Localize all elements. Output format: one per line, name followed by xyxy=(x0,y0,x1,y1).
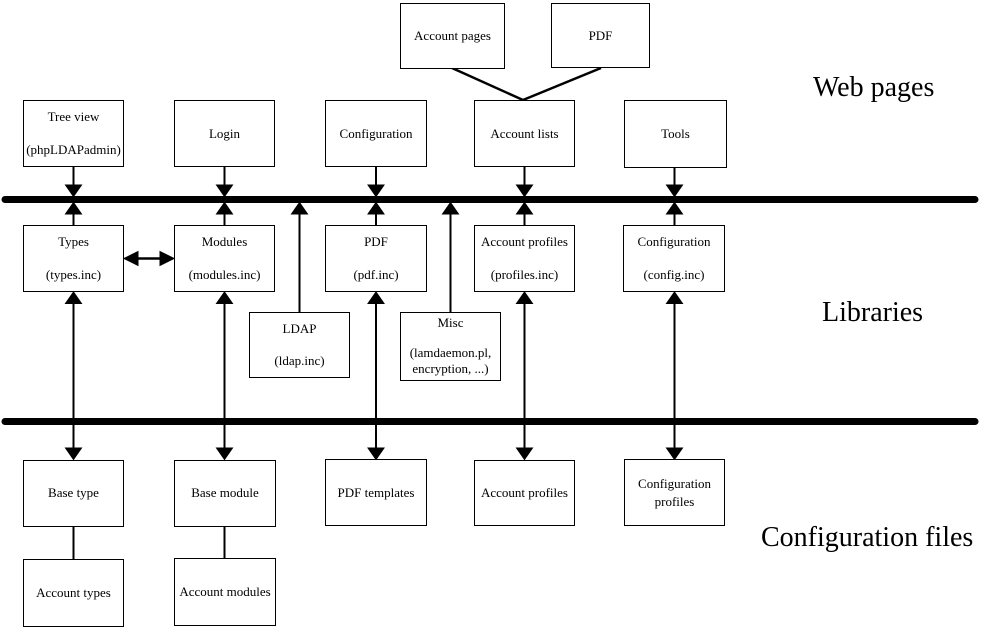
box-sublabel: profiles xyxy=(654,493,695,509)
box-label: Base module xyxy=(191,485,259,500)
box-label: Tools xyxy=(661,126,690,141)
box-label: Modules xyxy=(201,234,248,250)
box-base-module: Base module xyxy=(174,459,276,527)
box-tree-view: Tree view (phpLDAPadmin) xyxy=(23,100,124,167)
box-sublabel: (profiles.inc) xyxy=(490,266,559,282)
box-label: Configuration xyxy=(339,125,413,141)
section-label-configuration-files: Configuration files xyxy=(761,522,974,553)
box-label: PDF xyxy=(364,234,388,250)
connector-login-modules xyxy=(215,167,234,225)
box-label: Account pages xyxy=(414,28,491,43)
box-tools: Tools xyxy=(624,100,727,168)
box-label: Account modules xyxy=(179,584,271,599)
connector-tools-configuration xyxy=(665,167,684,225)
box-sublabel: encryption, ...) xyxy=(412,361,489,376)
box-label: Base type xyxy=(48,485,99,500)
box-base-type: Base type xyxy=(23,459,124,527)
box-sublabel: (pdf.inc) xyxy=(353,266,399,282)
connector-types-modules xyxy=(122,250,176,267)
box-label: Account profiles xyxy=(480,234,568,250)
connector-accountlists-accountprofiles xyxy=(515,167,534,225)
box-label: Configuration xyxy=(638,475,711,491)
box-configuration-web: Configuration xyxy=(325,100,427,167)
connector-modules-basemodule xyxy=(215,291,234,461)
box-sublabel: (modules.inc) xyxy=(188,266,261,282)
box-label: Account lists xyxy=(490,125,559,141)
box-misc: Misc (lamdaemon.pl, encryption, ...) xyxy=(400,312,501,381)
box-sublabel: (lamdaemon.pl, xyxy=(409,345,492,360)
connector-ldap-bus xyxy=(290,201,309,312)
connector-pdf-to-account-lists xyxy=(522,66,602,102)
box-sublabel: (config.inc) xyxy=(643,266,705,282)
box-label: PDF xyxy=(588,27,613,43)
box-label: Types xyxy=(58,234,89,250)
box-pdf-top: PDF xyxy=(551,3,650,68)
box-account-profiles-lib: Account profiles (profiles.inc) xyxy=(474,225,575,292)
box-label: PDF templates xyxy=(337,484,415,500)
box-sublabel: (phpLDAPadmin) xyxy=(26,141,121,157)
box-account-modules: Account modules xyxy=(174,558,276,626)
box-types: Types (types.inc) xyxy=(23,225,124,292)
connector-accountprofiles-accountprofiles xyxy=(515,291,534,461)
section-label-web-pages: Web pages xyxy=(813,72,935,103)
box-configuration-lib: Configuration (config.inc) xyxy=(623,225,725,292)
connector-treeview-types xyxy=(64,167,83,225)
box-sublabel: (ldap.inc) xyxy=(274,353,325,368)
connector-types-basetype xyxy=(64,291,83,461)
box-account-types: Account types xyxy=(23,559,124,627)
box-login: Login xyxy=(174,100,275,167)
box-account-pages: Account pages xyxy=(400,3,505,69)
box-label: Account types xyxy=(36,585,111,600)
section-label-libraries: Libraries xyxy=(822,297,924,328)
box-label: Login xyxy=(208,125,241,141)
box-modules: Modules (modules.inc) xyxy=(174,225,275,292)
box-label: Misc xyxy=(437,315,464,330)
connector-account-pages-to-account-lists xyxy=(451,66,524,102)
box-sublabel-group: (lamdaemon.pl, encryption, ...) xyxy=(410,345,492,377)
box-pdf-templates: PDF templates xyxy=(325,459,427,526)
box-label: Account profiles xyxy=(480,484,568,500)
box-label: LDAP xyxy=(282,321,317,336)
box-ldap: LDAP (ldap.inc) xyxy=(249,312,350,378)
connector-configuration-pdf xyxy=(367,167,385,225)
box-account-profiles-config: Account profiles xyxy=(474,459,575,526)
box-pdf-lib: PDF (pdf.inc) xyxy=(325,225,427,292)
connector-misc-bus xyxy=(441,201,460,312)
box-configuration-profiles: Configuration profiles xyxy=(624,459,725,526)
box-label: Tree view xyxy=(47,109,100,125)
box-label: Configuration xyxy=(637,234,711,250)
connector-configuration-configprofiles xyxy=(665,291,684,461)
box-sublabel: (types.inc) xyxy=(45,266,102,282)
connector-pdf-pdftemplates xyxy=(367,291,385,461)
box-account-lists: Account lists xyxy=(474,100,575,167)
